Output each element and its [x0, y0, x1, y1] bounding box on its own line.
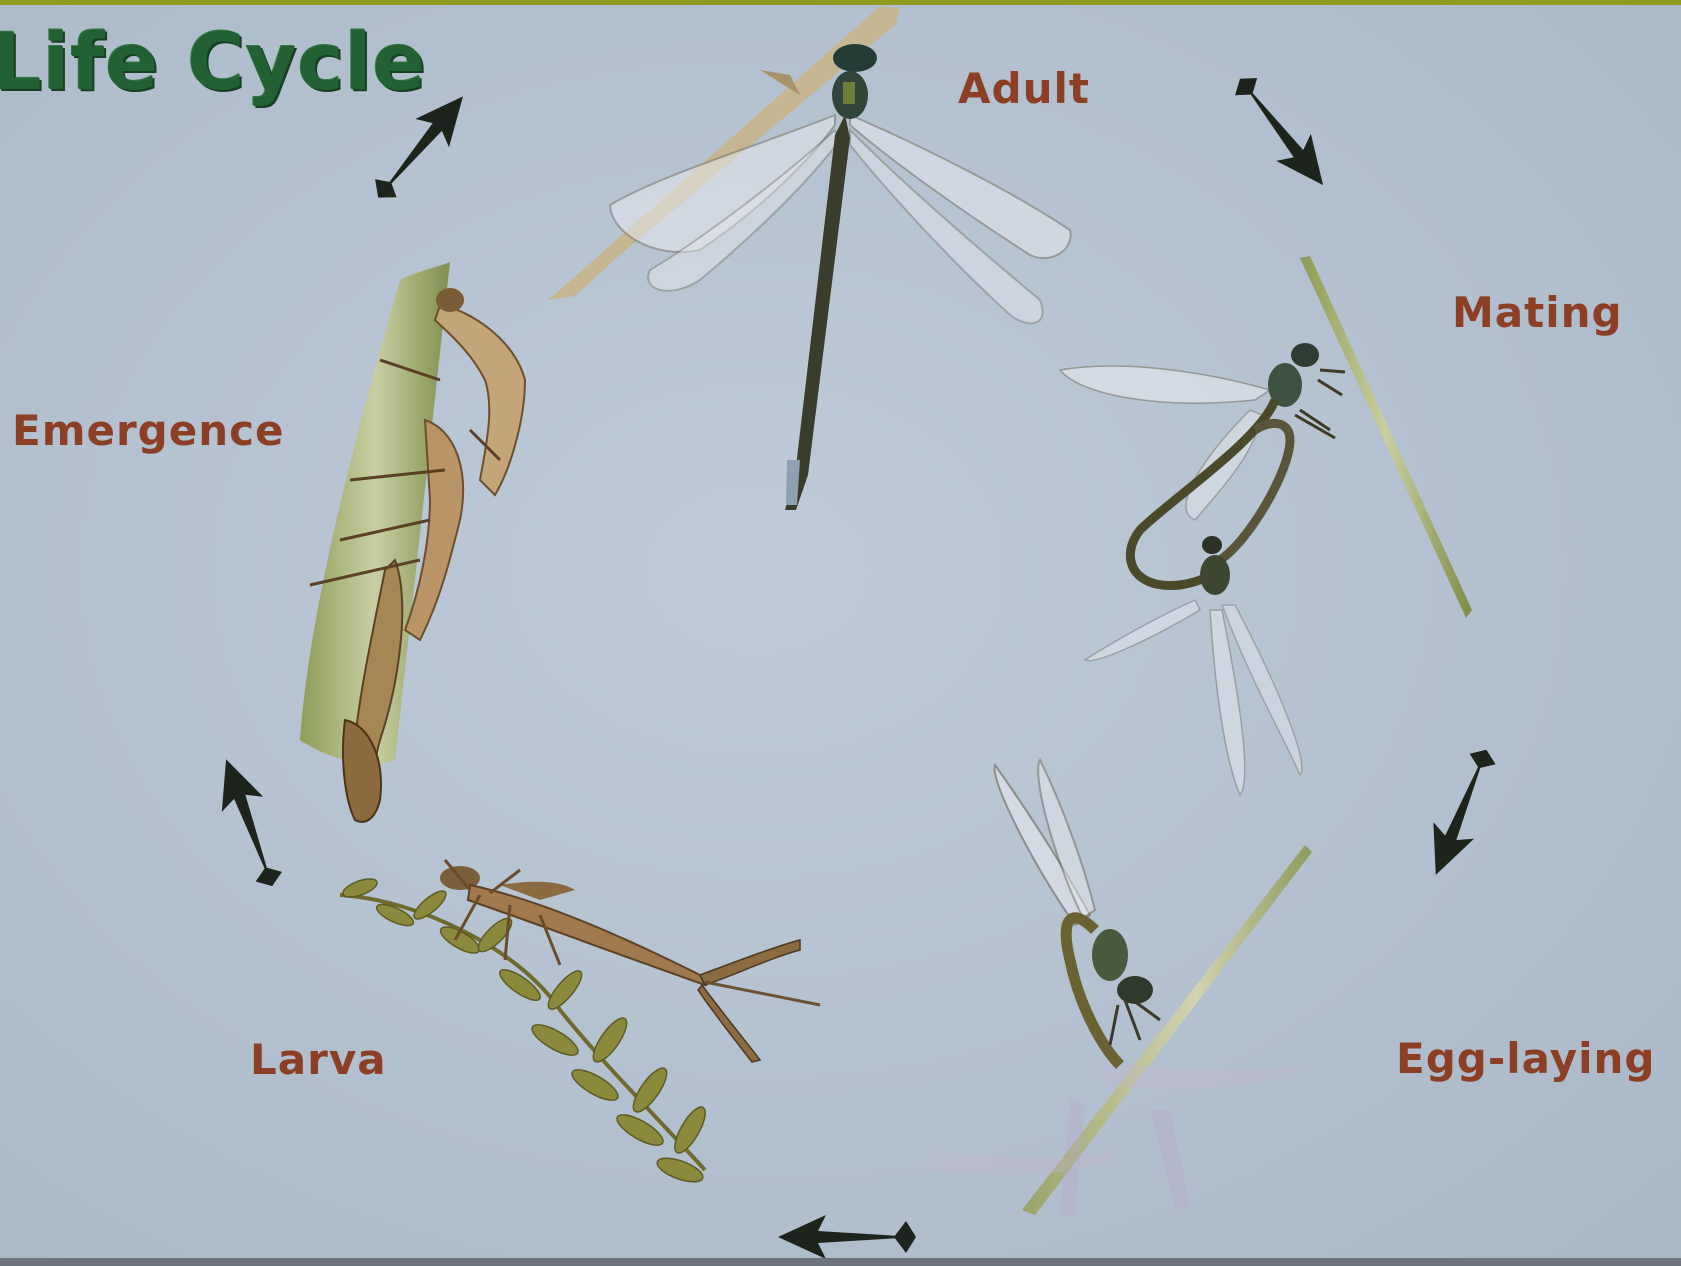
stage-label-egg-laying: Egg-laying: [1396, 1034, 1655, 1083]
emergence-nymph: [300, 262, 525, 822]
stage-label-emergence: Emergence: [12, 406, 284, 455]
stage-label-adult: Adult: [958, 64, 1090, 113]
stage-label-mating: Mating: [1452, 288, 1623, 337]
egg-laying-damselfly: [930, 760, 1312, 1215]
arrow-icon: [778, 1215, 916, 1259]
arrow-icon: [1415, 741, 1506, 883]
arrow-icon: [205, 752, 293, 894]
arrow-icon: [1223, 65, 1341, 198]
mating-damselflies: [1060, 256, 1472, 795]
stage-label-larva: Larva: [250, 1035, 387, 1084]
arrow-icon: [361, 82, 480, 211]
larva-nymph: [340, 860, 820, 1187]
bottom-border: [0, 1258, 1681, 1266]
